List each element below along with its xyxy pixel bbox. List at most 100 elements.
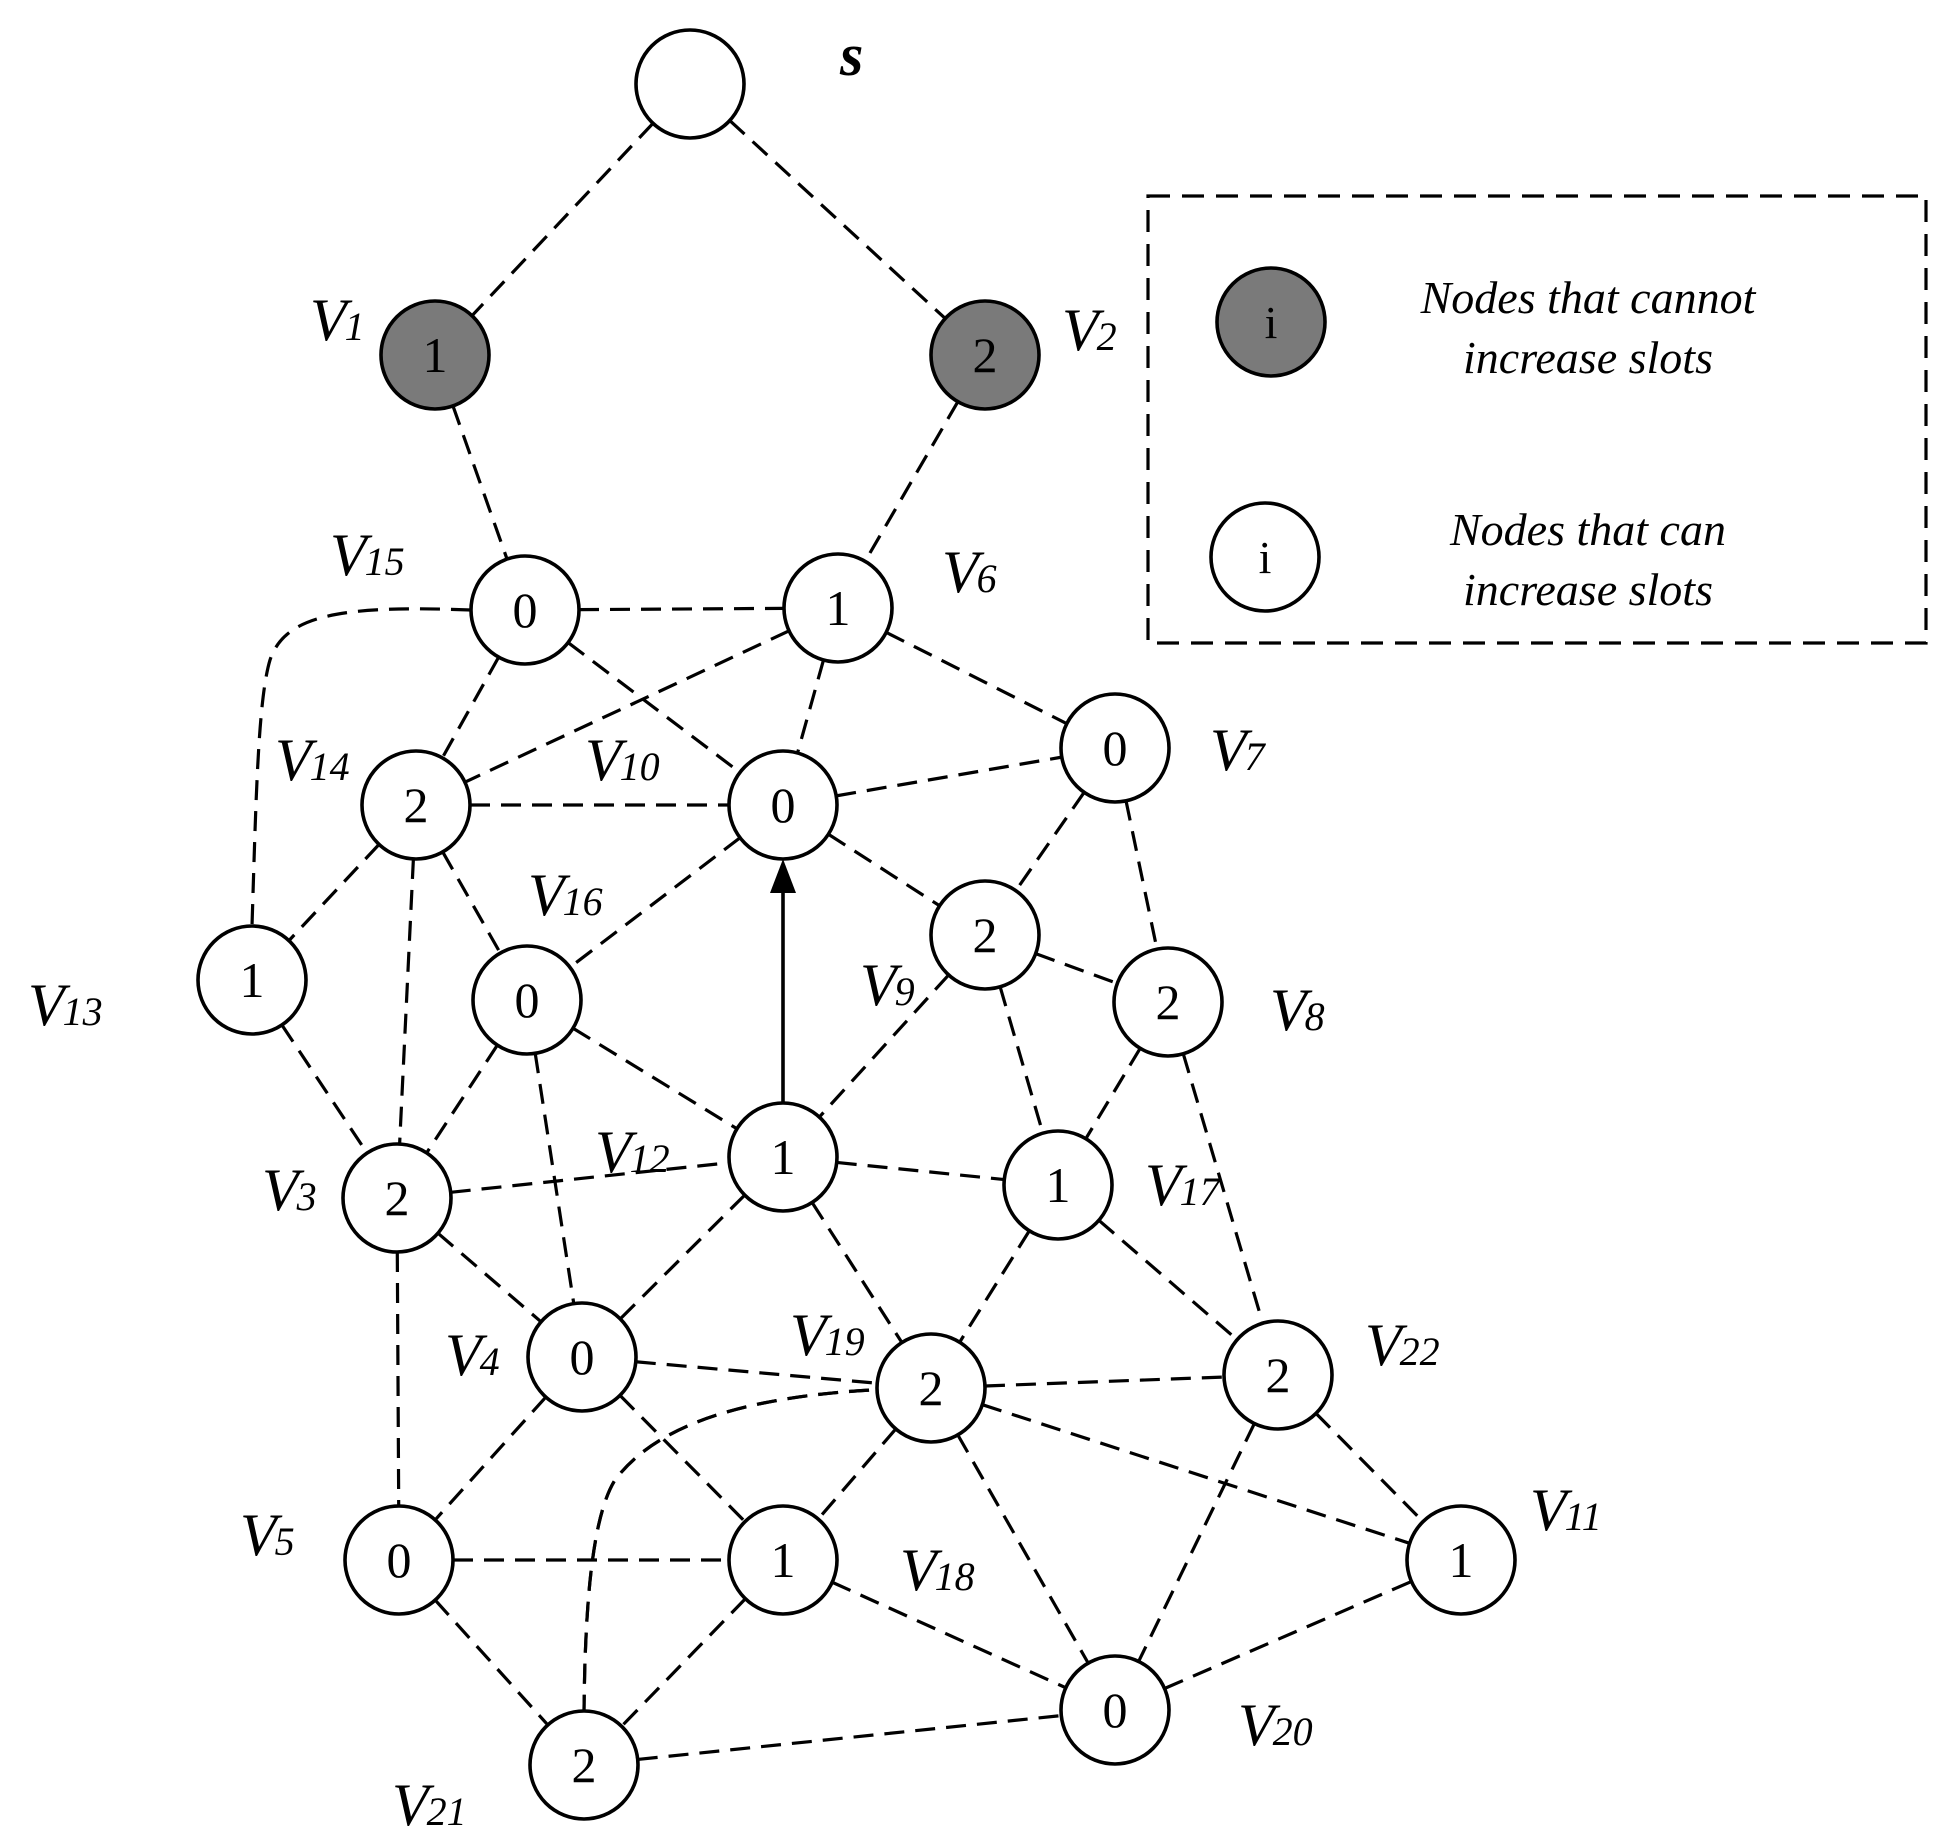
node-circle [727,1101,839,1213]
edge-v6-v14 [464,629,790,784]
node-label-v5: V5 [240,1502,295,1568]
legend: i Nodes that cannot increase slots i Nod… [1146,194,1928,645]
edge-v9-v12 [818,973,950,1119]
node-circle [929,299,1041,411]
node-circle [379,299,491,411]
node-v5: 0 [343,1504,455,1616]
node-circle [196,924,308,1036]
edge-v10-v16 [568,836,742,969]
edge-v17-v19 [958,1229,1031,1344]
node-v14: 2 [360,749,472,861]
edges-layer [250,119,1425,1762]
edge-v19-v18 [817,1427,897,1521]
node-v10: 0 [727,749,839,861]
node-value: 2 [572,1737,597,1793]
edge-v17-v22 [1097,1219,1239,1341]
edge-v10-v7 [835,755,1063,798]
node-circle [528,1709,640,1821]
edge-v8-v17 [1084,1047,1142,1140]
node-v17: 1 [1002,1129,1114,1241]
edge-v1-v15 [451,405,509,560]
node-label-v6: V6 [942,539,997,605]
edge-v15-v10 [567,641,741,774]
arrowhead-icon [770,859,796,893]
edge-v19-v21 [582,1386,932,1712]
node-value: 0 [1103,1682,1128,1738]
node-label-v4: V4 [445,1322,500,1388]
legend-fixed-node-icon [1215,266,1327,378]
node-label-v10: V10 [585,727,660,793]
edge-v3-v12 [450,1161,730,1194]
node-circle [1059,692,1171,804]
node-circle [727,749,839,861]
node-circle [875,1332,987,1444]
node-v6: 1 [782,552,894,664]
node-v19: 2 [875,1332,987,1444]
node-value: 1 [1449,1532,1474,1588]
legend-fixed-symbol: i [1265,297,1278,348]
node-v11: 1 [1405,1504,1517,1616]
edge-v18-v21 [620,1597,747,1728]
legend-free-symbol: i [1259,532,1272,583]
edge-v3-v4 [436,1231,543,1324]
legend-fixed-line1: Nodes that cannot [1420,272,1757,323]
directed-edges-layer [770,859,796,1103]
edge-v13-v3 [280,1024,369,1154]
edge-v5-v21 [433,1599,550,1726]
edge-v12-v19 [810,1201,904,1344]
node-value: 2 [973,907,998,963]
node-label-v8: V8 [1270,977,1325,1043]
node-label-v20: V20 [1238,1692,1313,1758]
edge-v14-v16 [441,851,502,954]
node-label-v3: V3 [262,1157,317,1223]
node-value: 2 [973,327,998,383]
node-circle [634,28,746,140]
node-value: 1 [1046,1157,1071,1213]
edge-v7-v9 [1014,791,1086,892]
edge-v16-v3 [425,1044,499,1154]
node-value: 2 [404,777,429,833]
node-value: 2 [385,1170,410,1226]
node-value: 0 [570,1329,595,1385]
node-value: 0 [387,1532,412,1588]
edge-v12-v17 [836,1160,1005,1182]
edge-v15-v14 [440,656,501,759]
node-v13: 1 [196,924,308,1036]
edge-v4-v5 [433,1396,548,1521]
node-circle [1405,1504,1517,1616]
edge-v21-v20 [637,1713,1062,1762]
node-label-v16: V16 [528,862,603,928]
node-value: 1 [771,1532,796,1588]
source-label: s [839,22,863,88]
node-value: 1 [771,1129,796,1185]
node-v2: 2 [929,299,1041,411]
edge-v16-v4 [533,1053,576,1304]
node-circle [469,554,581,666]
node-v20: 0 [1059,1654,1171,1766]
edge-v6-v7 [885,630,1068,726]
node-value: 1 [240,952,265,1008]
node-v3: 2 [341,1142,453,1254]
edge-v7-v8 [1124,800,1159,950]
edge-v14-v13 [287,843,381,942]
node-label-v1: V1 [310,287,365,353]
edge-v4-v18 [618,1394,747,1523]
node-value: 0 [771,777,796,833]
node-circle [360,749,472,861]
node-value: 2 [1266,1347,1291,1403]
edge-s-v2 [728,119,947,320]
edge-v20-v11 [1163,1580,1413,1690]
node-value: 0 [513,582,538,638]
legend-free-node-icon [1209,501,1321,613]
node-v1: 1 [379,299,491,411]
legend-free-line2: increase slots [1463,564,1713,615]
node-v16: 0 [471,944,583,1056]
node-v21: 2 [528,1709,640,1821]
legend-box [1146,194,1928,645]
node-circle [1059,1654,1171,1766]
node-value: 0 [515,972,540,1028]
edge-v18-v20 [831,1580,1067,1690]
